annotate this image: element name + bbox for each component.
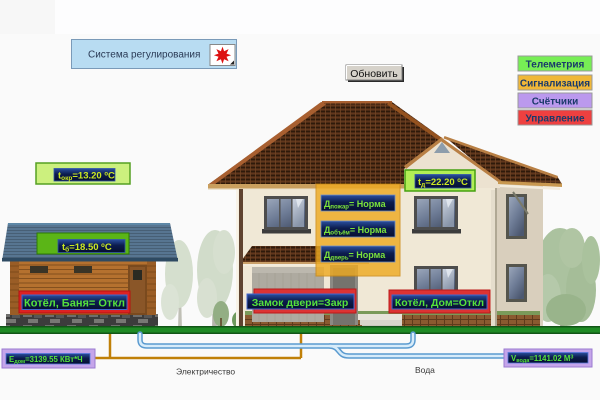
svg-text:Ддверь= Норма: Ддверь= Норма	[324, 250, 386, 262]
svg-text:Котёл, Баня= Откл: Котёл, Баня= Откл	[24, 298, 125, 310]
svg-text:Система регулирования: Система регулирования	[88, 50, 200, 61]
svg-text:Счётчики: Счётчики	[532, 97, 578, 108]
svg-text:Eдом=3139.55 КВт*Ч: Eдом=3139.55 КВт*Ч	[9, 355, 83, 365]
svg-text:Вода: Вода	[415, 365, 435, 375]
svg-text:Замок двери=Закр: Замок двери=Закр	[252, 297, 349, 309]
svg-text:tб=18.50 oC: tб=18.50 oC	[62, 242, 112, 254]
svg-text:Сигнализация: Сигнализация	[520, 79, 590, 90]
svg-text:tд=22.20 oC: tд=22.20 oC	[418, 177, 468, 189]
svg-text:Котёл, Дом=Откл: Котёл, Дом=Откл	[395, 297, 484, 309]
svg-text:Управление: Управление	[525, 114, 585, 125]
svg-text:Дпожар= Норма: Дпожар= Норма	[324, 199, 387, 211]
svg-text:Обновить: Обновить	[350, 68, 398, 80]
svg-text:Электричество: Электричество	[176, 367, 235, 377]
svg-text:tокр=13.20 oC: tокр=13.20 oC	[58, 171, 115, 183]
svg-text:Добъём= Норма: Добъём= Норма	[324, 225, 388, 237]
svg-text:Телеметрия: Телеметрия	[526, 60, 585, 71]
svg-text:Vвода=1141.02 М3: Vвода=1141.02 М3	[511, 354, 573, 364]
